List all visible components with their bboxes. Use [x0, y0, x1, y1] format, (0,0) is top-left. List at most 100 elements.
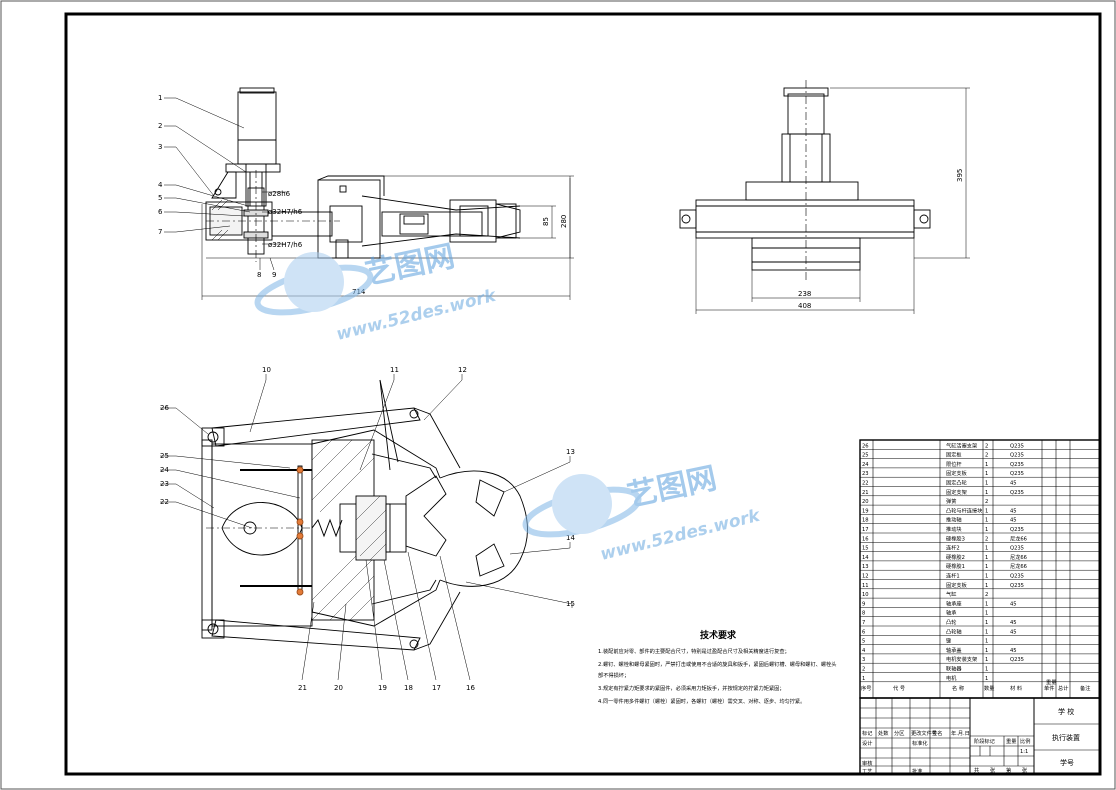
bom-header-qty: 数量 [984, 684, 994, 692]
bom-header-name: 名 称 [952, 684, 964, 692]
bom-cell-name: 轴承盖 [946, 646, 962, 654]
bom-table [859, 439, 1101, 699]
bom-cell-name: 固定凸轮 [946, 479, 967, 487]
part-label-20: 20 [334, 684, 343, 692]
stage-label: 阶段标记 [974, 737, 995, 745]
bom-cell-mat: 45 [1010, 508, 1017, 514]
bom-cell-name: 连杆2 [946, 544, 960, 552]
part-label-3: 3 [158, 143, 162, 151]
bom-cell-qty: 1 [985, 657, 988, 663]
title-block [859, 697, 1101, 775]
weight-label: 重量 [1006, 737, 1016, 745]
school-label: 学 校 [1058, 707, 1074, 716]
bom-header-weight: 重量 [1046, 678, 1056, 686]
bom-cell-qty: 1 [985, 629, 988, 635]
tech-line-5: 4.同一零件用多件螺钉（螺栓）紧固时，各螺钉（螺栓）需交叉、对称、逐步、均匀拧紧… [598, 697, 805, 705]
bom-cell-no: 22 [862, 481, 869, 487]
sign-label: 签名 [932, 729, 942, 737]
bom-cell-no: 20 [862, 499, 869, 505]
sheet-no-d: 张 [1022, 766, 1028, 774]
part-label-10: 10 [262, 366, 271, 374]
title-block-text: 学 校 执行装置 学号 1:1 阶段标记 重量 比例 共 张 第 张 标记 处数… [862, 707, 1080, 775]
zone-label: 分区 [894, 729, 904, 737]
bom-cell-qty: 2 [985, 453, 988, 459]
bom-cell-no: 26 [862, 443, 869, 449]
bom-cell-mat: Q235 [1010, 527, 1024, 533]
part-label-7: 7 [158, 228, 162, 236]
bom-cell-qty: 2 [985, 499, 988, 505]
drawing-frame [64, 12, 1102, 776]
part-label-12: 12 [458, 366, 467, 374]
dim-85: 85 [542, 217, 550, 226]
part-label-6: 6 [158, 208, 163, 216]
bom-cell-mat: Q235 [1010, 657, 1024, 663]
part-label-21: 21 [298, 684, 307, 692]
bom-cell-mat: 45 [1010, 601, 1017, 607]
bom-cell-mat: Q235 [1010, 453, 1024, 459]
scale-value: 1:1 [1020, 749, 1028, 755]
part-label-24: 24 [160, 466, 169, 474]
front-view [164, 87, 574, 300]
part-label-5: 5 [158, 194, 162, 202]
section-view [160, 374, 573, 681]
part-label-14: 14 [566, 534, 575, 542]
dim-d32-a: ø32H7/h6 [268, 208, 303, 216]
bom-cell-qty: 1 [985, 481, 988, 487]
bom-header-total_w: 总计 [1058, 684, 1068, 692]
bom-cell-name: 推动块 [946, 525, 962, 533]
bom-cell-no: 9 [862, 601, 865, 607]
part-label-22: 22 [160, 498, 169, 506]
dim-238: 238 [798, 290, 811, 298]
bom-header-code: 代 号 [893, 684, 905, 692]
bom-cell-qty: 1 [985, 462, 988, 468]
part-label-19: 19 [378, 684, 387, 692]
bom-cell-no: 5 [862, 639, 865, 645]
part-label-8: 8 [257, 271, 261, 279]
part-label-2: 2 [158, 122, 162, 130]
part-label-11: 11 [390, 366, 399, 374]
bom-cell-no: 6 [862, 629, 865, 635]
bom-header-unit_w: 单件 [1044, 684, 1054, 692]
bom-cell-name: 电机安装支架 [946, 655, 977, 663]
bom-cell-mat: 45 [1010, 648, 1017, 654]
watermark-cn-2: 艺图网 [624, 461, 719, 514]
part-label-13: 13 [566, 448, 575, 456]
bom-cell-no: 21 [862, 490, 869, 496]
part-label-1: 1 [158, 94, 162, 102]
sheet-total-a: 共 [974, 766, 979, 774]
tech-line-1: 1.装配前应对零、部件的主要配合尺寸，特别是过盈配合尺寸及相关精度进行复查； [598, 647, 790, 655]
bom-cell-name: 弹簧 [946, 497, 956, 505]
bom-cell-name: 凸轮轴 [946, 627, 962, 635]
bom-cell-no: 23 [862, 471, 869, 477]
drawing-name: 执行装置 [1052, 733, 1080, 742]
bom-cell-name: 凸轮与杆连接块 [946, 506, 983, 514]
bom-cell-no: 16 [862, 536, 869, 542]
part-label-4: 4 [158, 181, 163, 189]
part-label-18: 18 [404, 684, 413, 692]
side-view-labels: 395 238 408 [798, 169, 964, 310]
bom-cell-name: 电机 [946, 674, 957, 682]
tech-line-3: 部不得损坏； [598, 671, 629, 679]
mark-label: 标记 [862, 729, 872, 737]
bom-cell-qty: 1 [985, 508, 988, 514]
bom-cell-mat: Q235 [1010, 574, 1024, 580]
bom-cell-no: 17 [862, 527, 869, 533]
tech-title: 技术要求 [700, 629, 737, 641]
bom-cell-no: 25 [862, 453, 869, 459]
count-label: 处数 [878, 729, 889, 737]
bom-cell-qty: 1 [985, 676, 988, 682]
bom-cell-name: 联轴器 [946, 665, 962, 673]
bom-cell-qty: 1 [985, 583, 988, 589]
bom-cell-qty: 1 [985, 518, 988, 524]
bom-cell-qty: 1 [985, 601, 988, 607]
approve-label: 批准 [912, 767, 922, 775]
dim-408: 408 [798, 302, 811, 310]
bom-header-no: 序号 [861, 684, 871, 692]
scale-label: 比例 [1020, 737, 1030, 745]
bom-cell-mat: 尼龙66 [1010, 562, 1027, 570]
dim-280: 280 [560, 215, 568, 228]
bom-cell-qty: 1 [985, 555, 988, 561]
bom-cell-no: 18 [862, 518, 869, 524]
